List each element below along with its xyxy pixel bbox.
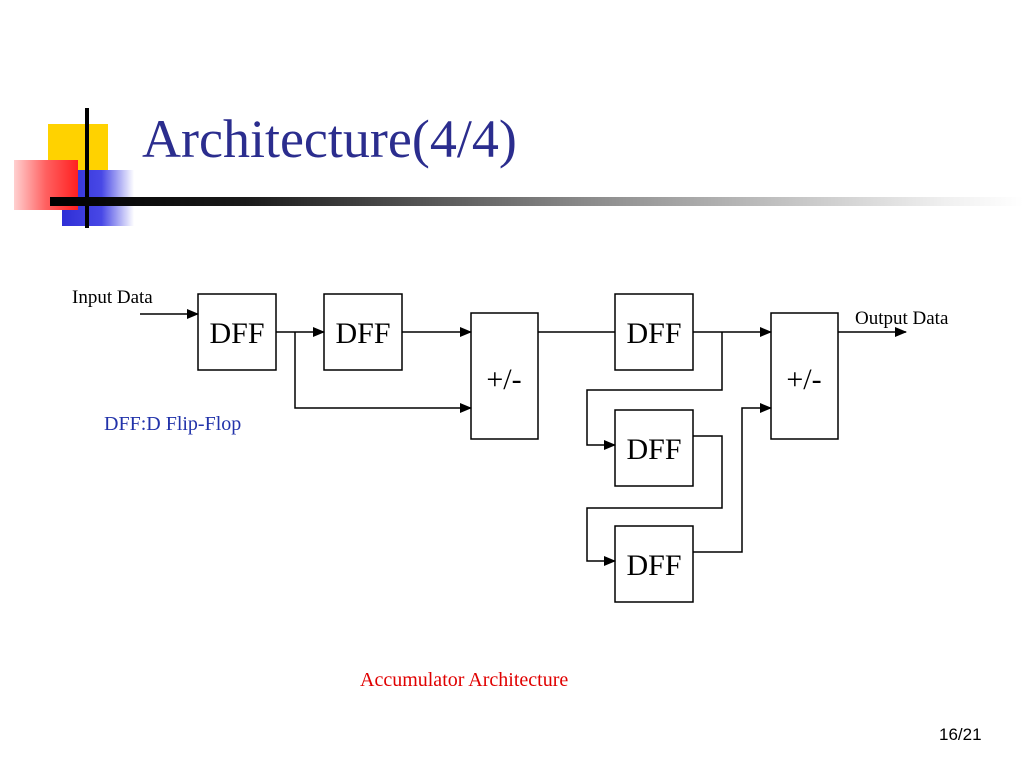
dff-block-4-label: DFF bbox=[626, 433, 681, 466]
adder-block-1 bbox=[470, 312, 539, 440]
deco-vertical-line bbox=[85, 108, 89, 228]
title-underline bbox=[50, 197, 1024, 206]
figure-caption: Accumulator Architecture bbox=[360, 669, 569, 691]
adder-block-1-label: +/- bbox=[486, 363, 521, 396]
slide-title: Architecture(4/4) bbox=[142, 109, 517, 169]
adder-block-2-label: +/- bbox=[786, 363, 821, 396]
output-data-label: Output Data bbox=[855, 308, 949, 329]
dff-block-2-label: DFF bbox=[335, 317, 390, 350]
page-number: 16/21 bbox=[939, 725, 982, 744]
dff-block-1-label: DFF bbox=[209, 317, 264, 350]
wire-dff1-adder1-bypass bbox=[294, 332, 472, 413]
wire-dff3-dff4 bbox=[586, 332, 723, 450]
adder-block-2 bbox=[770, 312, 839, 440]
wire-dff5-adder2 bbox=[693, 403, 772, 553]
input-data-label: Input Data bbox=[72, 287, 153, 308]
dff-block-3-label: DFF bbox=[626, 317, 681, 350]
wire-dff4-dff5 bbox=[586, 435, 723, 566]
dff-legend-note: DFF:D Flip-Flop bbox=[104, 413, 242, 435]
dff-block-5-label: DFF bbox=[626, 549, 681, 582]
